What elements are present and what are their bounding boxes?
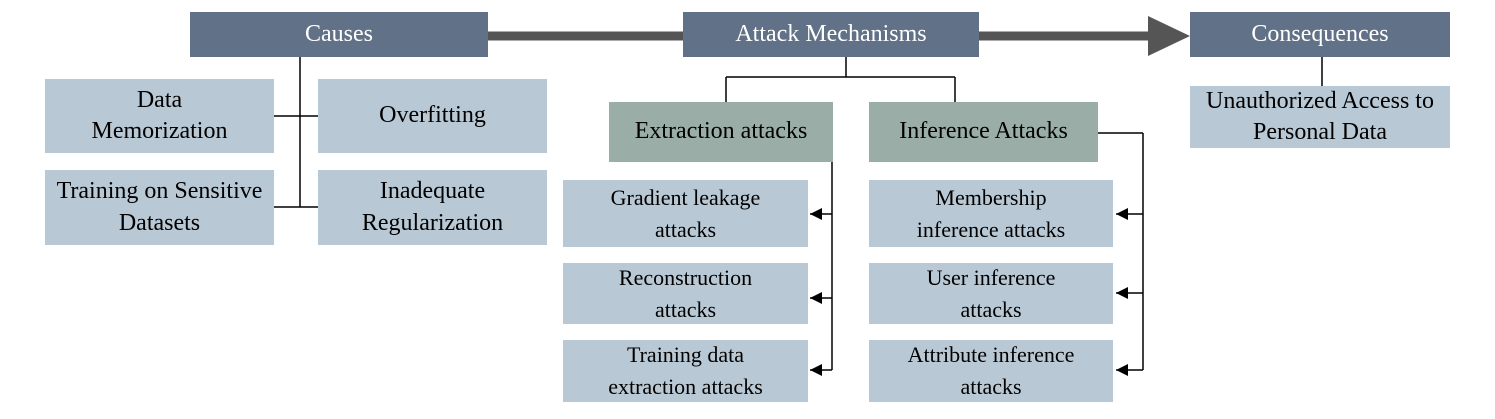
extraction-attacks-label: Extraction attacks	[634, 118, 808, 145]
consequences-header-label: Consequences	[1251, 20, 1389, 47]
causes-connectors	[274, 57, 318, 208]
consequences-header: Consequences	[1190, 12, 1450, 57]
inference-connectors	[1098, 132, 1144, 376]
reconstruction-attacks-label: Reconstruction attacks	[618, 264, 753, 322]
attribute-inference-attacks-box: Attribute inference attacks	[869, 340, 1113, 402]
user-inference-attacks-label: User inference attacks	[926, 264, 1056, 322]
cause-data-memorization: Data Memorization	[45, 79, 274, 153]
training-data-extraction-attacks-box: Training data extraction attacks	[563, 340, 808, 402]
reconstruction-attacks-box: Reconstruction attacks	[563, 263, 808, 324]
attribute-inference-attacks-label: Attribute inference attacks	[907, 342, 1075, 399]
cause-inadequate-regularization: Inadequate Regularization	[318, 170, 547, 245]
extraction-attacks-box: Extraction attacks	[609, 102, 833, 162]
membership-inference-attacks-box: Membership inference attacks	[869, 180, 1113, 247]
user-inference-attacks-box: User inference attacks	[869, 263, 1113, 324]
causes-header-label: Causes	[305, 20, 373, 47]
gradient-leakage-attacks-box: Gradient leakage attacks	[563, 180, 808, 247]
cause-inadequate-regularization-label: Inadequate Regularization	[361, 178, 504, 236]
attack-mechanisms-header: Attack Mechanisms	[683, 12, 979, 57]
inference-attacks-box: Inference Attacks	[869, 102, 1098, 162]
training-data-extraction-attacks-label: Training data extraction attacks	[608, 342, 763, 399]
gradient-leakage-attacks-label: Gradient leakage attacks	[610, 184, 761, 242]
cause-overfitting-label: Overfitting	[379, 102, 486, 129]
cause-training-on-sensitive-datasets: Training on Sensitive Datasets	[45, 170, 274, 245]
extraction-connectors	[810, 158, 833, 376]
flow-arrowhead	[1148, 16, 1190, 56]
unauthorized-access-label: Unauthorized Access to Personal Data	[1206, 87, 1434, 145]
attack-mechanisms-header-label: Attack Mechanisms	[735, 20, 927, 47]
membership-inference-attacks-label: Membership inference attacks	[916, 184, 1066, 242]
causes-header: Causes	[190, 12, 488, 57]
cause-data-memorization-label: Data Memorization	[91, 86, 228, 144]
unauthorized-access-box: Unauthorized Access to Personal Data	[1190, 86, 1450, 148]
cause-overfitting: Overfitting	[318, 79, 547, 153]
cause-training-on-sensitive-datasets-label: Training on Sensitive Datasets	[56, 178, 263, 236]
mechanisms-connectors	[725, 57, 956, 102]
inference-attacks-label: Inference Attacks	[899, 118, 1068, 145]
